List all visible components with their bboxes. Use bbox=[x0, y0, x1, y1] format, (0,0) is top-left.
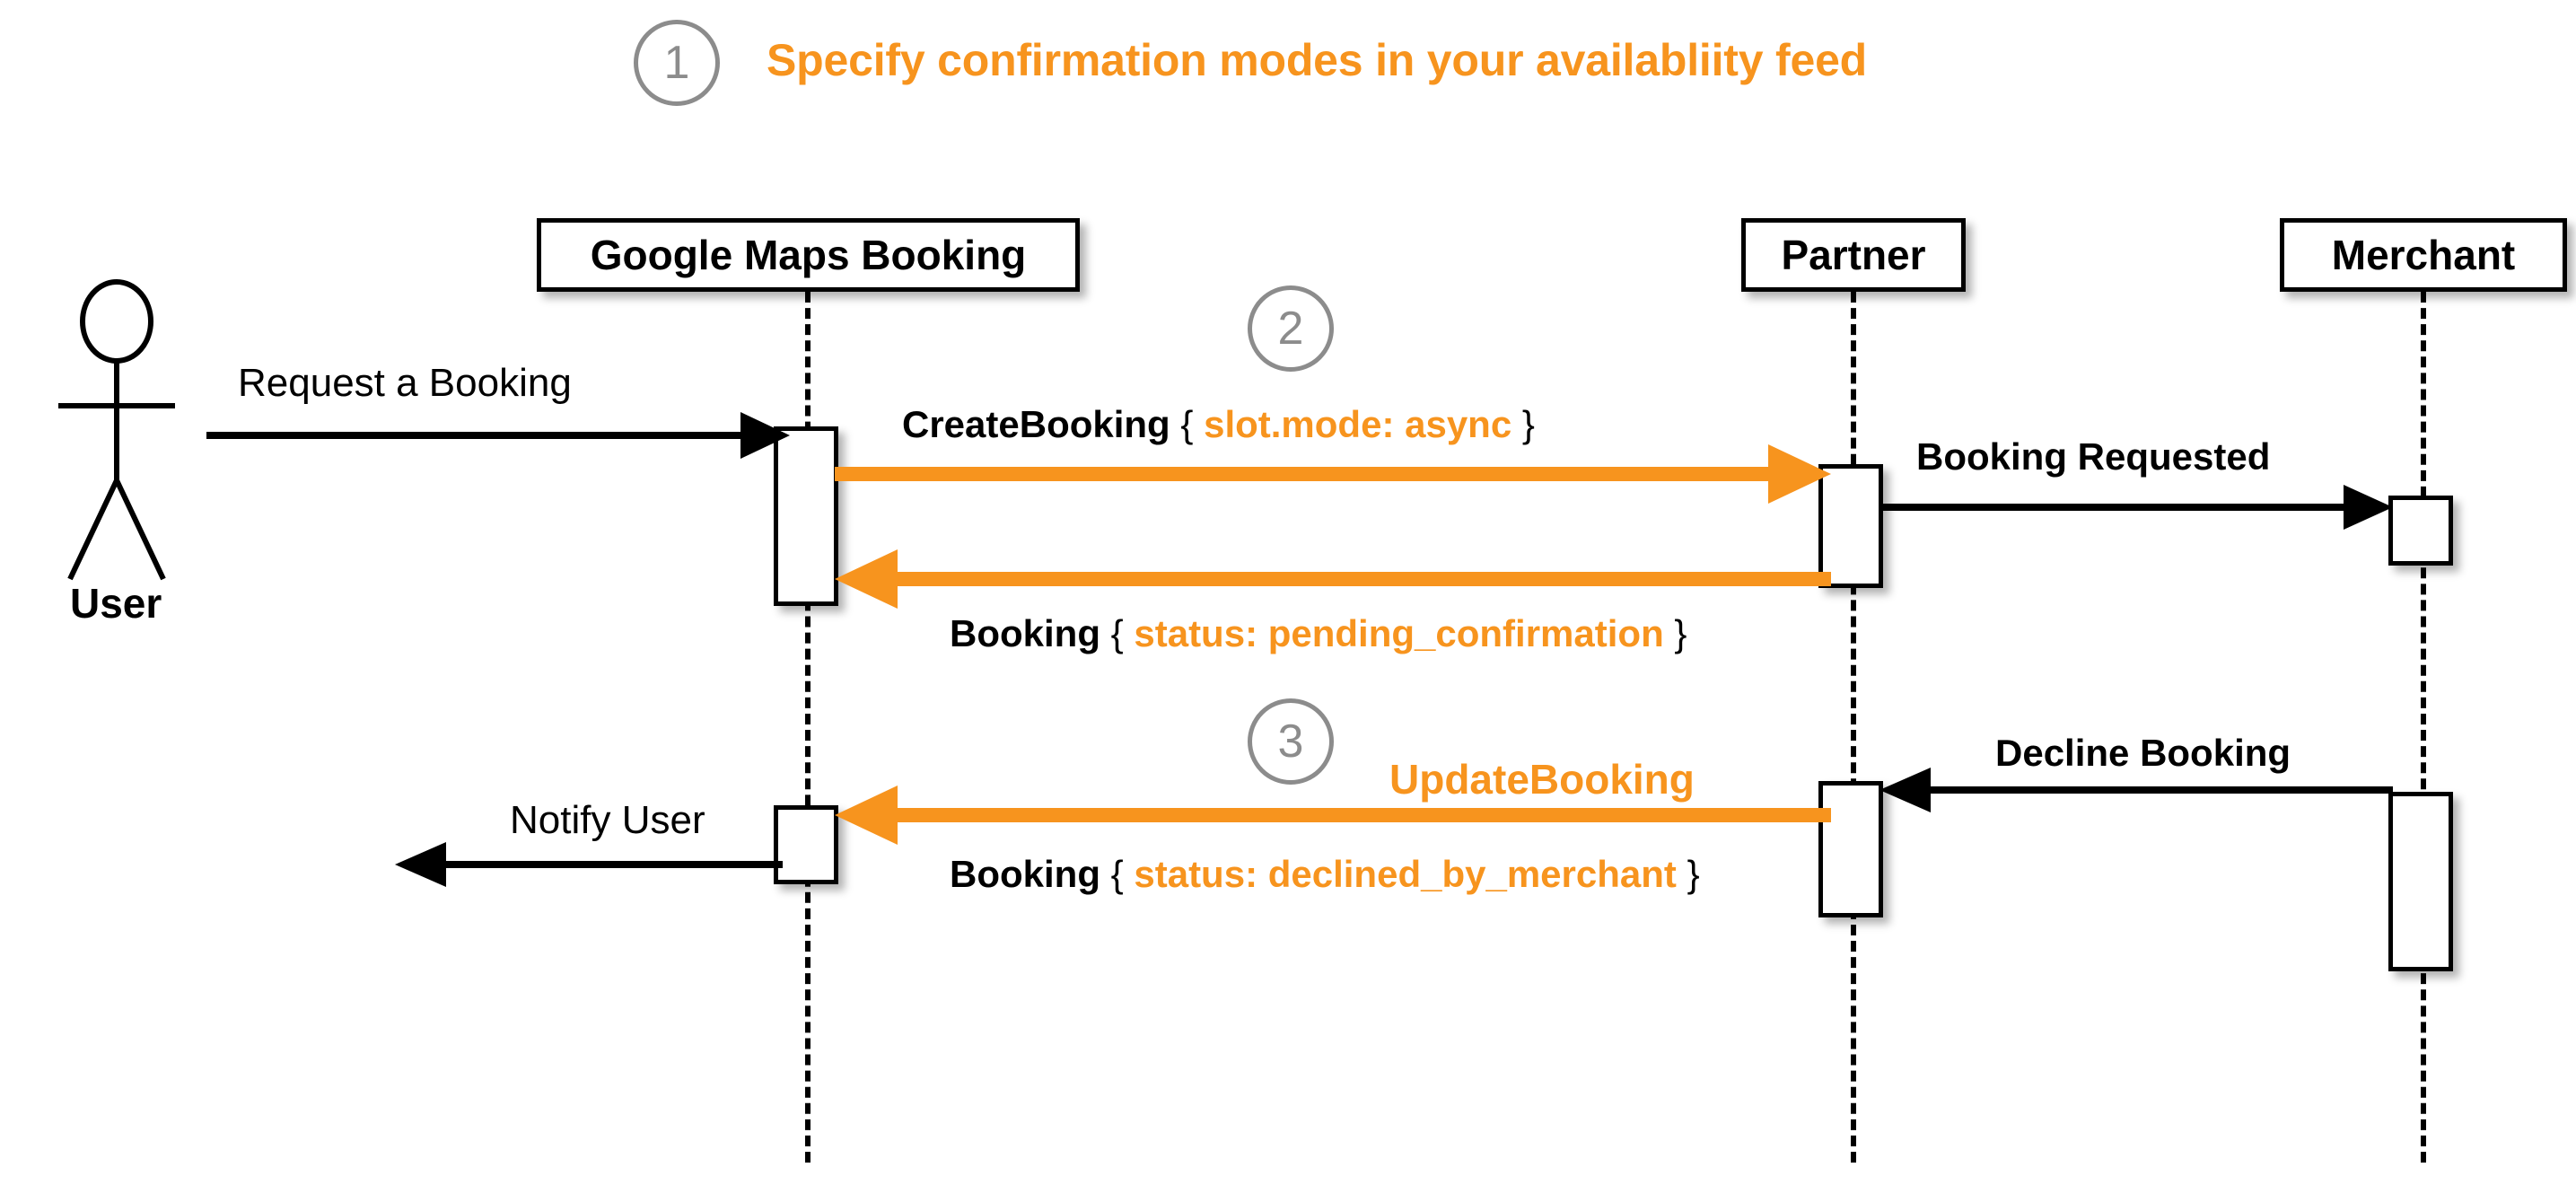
message-name: Booking bbox=[950, 853, 1100, 895]
message-label-booking-pending-confirmation: Booking { status: pending_confirmation } bbox=[950, 615, 1687, 653]
step-marker-2: 2 bbox=[1248, 285, 1334, 372]
arrow-shape bbox=[835, 549, 1831, 609]
message-payload: status: pending_confirmation bbox=[1134, 612, 1664, 654]
message-arrow-update-booking bbox=[835, 784, 1831, 851]
activation-bar-gmb-bottom bbox=[774, 805, 838, 884]
message-label-booking-requested: Booking Requested bbox=[1916, 435, 2271, 478]
message-arrow-notify-user bbox=[395, 839, 783, 894]
arrow-shape bbox=[835, 786, 1831, 845]
arrow-shape bbox=[1881, 485, 2393, 530]
message-arrow-decline-booking bbox=[1879, 765, 2393, 820]
lifeline-merchant bbox=[2421, 292, 2426, 1163]
step-marker-1-number: 1 bbox=[663, 37, 690, 89]
message-arrow-request-a-booking bbox=[206, 408, 790, 467]
step-marker-2-number: 2 bbox=[1277, 303, 1304, 355]
message-payload: slot.mode: async bbox=[1204, 403, 1512, 445]
message-label-notify-user: Notify User bbox=[510, 798, 705, 842]
activation-bar-partner-top bbox=[1818, 464, 1883, 588]
participant-label: Google Maps Booking bbox=[590, 232, 1027, 278]
actor-user-label: User bbox=[70, 580, 162, 627]
message-label-booking-declined-by-merchant: Booking { status: declined_by_merchant } bbox=[950, 856, 1700, 893]
message-label-request-a-booking: Request a Booking bbox=[238, 361, 572, 405]
arrow-shape bbox=[395, 842, 783, 887]
participant-label: Partner bbox=[1781, 232, 1926, 278]
step-marker-3-number: 3 bbox=[1277, 715, 1304, 768]
brace-close: } bbox=[1674, 612, 1687, 654]
message-name: CreateBooking bbox=[902, 403, 1170, 445]
actor-user[interactable] bbox=[45, 278, 215, 592]
message-label-decline-booking: Decline Booking bbox=[1995, 732, 2291, 774]
message-arrow-create-booking bbox=[835, 443, 1831, 510]
brace-close: } bbox=[1521, 403, 1535, 445]
participant-merchant[interactable]: Merchant bbox=[2280, 218, 2567, 292]
message-arrow-booking-pending-confirmation bbox=[835, 548, 1831, 615]
actor-user-figure bbox=[58, 279, 175, 581]
message-label-create-booking: CreateBooking { slot.mode: async } bbox=[902, 406, 1535, 443]
activation-bar-partner-bottom bbox=[1818, 781, 1883, 917]
participant-label: Merchant bbox=[2331, 232, 2516, 278]
step-marker-3: 3 bbox=[1248, 698, 1334, 785]
arrow-shape bbox=[1879, 768, 2393, 812]
brace-open: { bbox=[1110, 853, 1124, 895]
participant-google-maps-booking[interactable]: Google Maps Booking bbox=[537, 218, 1080, 292]
brace-open: { bbox=[1180, 403, 1194, 445]
headline-text: Specify confirmation modes in your avail… bbox=[767, 35, 1868, 85]
lifeline-partner bbox=[1851, 292, 1856, 1163]
step-marker-1: 1 bbox=[634, 20, 720, 106]
message-label-update-booking: UpdateBooking bbox=[1389, 756, 1695, 803]
activation-bar-merchant-bottom bbox=[2388, 792, 2453, 971]
brace-open: { bbox=[1110, 612, 1124, 654]
participant-partner[interactable]: Partner bbox=[1741, 218, 1966, 292]
lifeline-google-maps-booking bbox=[805, 292, 810, 1163]
brace-close: } bbox=[1687, 853, 1700, 895]
arrow-shape bbox=[206, 412, 790, 459]
activation-bar-gmb-top bbox=[774, 426, 838, 606]
arrow-shape bbox=[835, 444, 1831, 504]
message-payload: status: declined_by_merchant bbox=[1134, 853, 1677, 895]
message-arrow-booking-requested bbox=[1881, 482, 2393, 537]
activation-bar-merchant-top bbox=[2388, 496, 2453, 566]
message-name: Booking bbox=[950, 612, 1100, 654]
